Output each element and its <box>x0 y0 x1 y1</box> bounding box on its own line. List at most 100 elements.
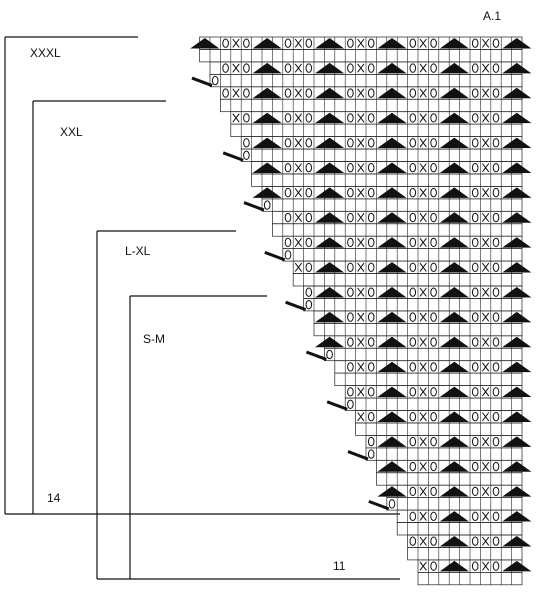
x-symbol <box>419 511 427 521</box>
yarn-over-symbol <box>492 163 500 173</box>
yarn-over-symbol <box>430 337 437 347</box>
x-symbol <box>482 237 490 247</box>
yarn-over-symbol <box>409 387 417 397</box>
decrease-triangle-symbol <box>439 62 469 74</box>
decrease-triangle-symbol <box>252 162 282 173</box>
x-symbol <box>357 237 365 247</box>
decrease-triangle-symbol <box>439 411 469 422</box>
yarn-over-symbol <box>471 88 479 98</box>
yarn-over-symbol <box>367 436 375 447</box>
decrease-triangle-symbol <box>377 87 407 99</box>
yarn-over-symbol <box>430 187 437 198</box>
yarn-over-symbol <box>492 138 500 148</box>
decrease-triangle-symbol <box>502 162 532 173</box>
decrease-triangle-symbol <box>252 112 282 124</box>
x-symbol <box>482 212 490 223</box>
yarn-over-symbol <box>409 412 417 422</box>
x-symbol <box>482 362 490 372</box>
chart-row <box>199 49 523 63</box>
x-symbol <box>419 461 427 472</box>
yarn-over-symbol <box>430 63 437 73</box>
yarn-over-symbol <box>492 63 500 73</box>
yarn-over-symbol <box>305 187 313 198</box>
decrease-triangle-symbol <box>502 386 532 398</box>
yarn-over-symbol <box>492 436 500 447</box>
x-symbol <box>357 38 365 48</box>
yarn-over-symbol <box>347 113 354 123</box>
yarn-over-symbol <box>347 287 354 297</box>
decrease-triangle-symbol <box>439 361 469 373</box>
cable-marker-symbol <box>347 450 369 461</box>
decrease-triangle-symbol <box>502 486 532 497</box>
yarn-over-symbol <box>492 212 500 223</box>
x-symbol <box>357 138 365 148</box>
yarn-over-symbol <box>409 163 417 173</box>
yarn-over-symbol <box>430 561 437 571</box>
yarn-over-symbol <box>305 138 313 148</box>
decrease-triangle-symbol <box>377 311 407 323</box>
x-symbol <box>419 486 427 496</box>
yarn-over-symbol <box>388 499 396 509</box>
decrease-triangle-symbol <box>315 311 345 323</box>
decrease-triangle-symbol <box>315 162 345 173</box>
yarn-over-symbol <box>430 113 437 123</box>
yarn-over-symbol <box>284 163 292 173</box>
yarn-over-symbol <box>492 561 500 571</box>
decrease-triangle-symbol <box>377 336 407 348</box>
decrease-triangle-symbol <box>502 511 532 522</box>
cable-marker-symbol <box>305 350 327 361</box>
x-symbol <box>294 88 302 98</box>
x-symbol <box>482 38 490 48</box>
yarn-over-symbol <box>347 362 354 372</box>
x-symbol <box>482 188 490 198</box>
x-symbol <box>419 387 427 397</box>
yarn-over-symbol <box>243 63 250 73</box>
yarn-over-symbol <box>471 561 479 571</box>
decrease-triangle-symbol <box>439 262 469 273</box>
decrease-triangle-symbol <box>315 287 345 298</box>
decrease-triangle-symbol <box>439 112 469 124</box>
yarn-over-symbol <box>305 163 313 173</box>
yarn-over-symbol <box>430 262 437 273</box>
x-symbol <box>419 38 427 48</box>
decrease-triangle-symbol <box>439 386 469 398</box>
decrease-triangle-symbol <box>315 62 345 74</box>
x-symbol <box>294 63 302 73</box>
yarn-over-symbol <box>347 237 354 248</box>
x-symbol <box>294 188 302 198</box>
chart-row <box>365 447 523 461</box>
yarn-over-symbol <box>243 138 250 148</box>
yarn-over-symbol <box>430 312 437 322</box>
decrease-triangle-symbol <box>502 212 532 223</box>
yarn-over-symbol <box>409 212 417 223</box>
x-symbol <box>357 412 365 422</box>
decrease-triangle-symbol <box>502 536 532 547</box>
x-symbol <box>482 486 490 496</box>
chart-title: A.1 <box>483 9 502 23</box>
yarn-over-symbol <box>305 63 313 73</box>
yarn-over-symbol <box>367 163 375 173</box>
chart-row <box>240 148 523 162</box>
yarn-over-symbol <box>409 138 417 148</box>
yarn-over-symbol <box>409 38 417 48</box>
decrease-triangle-symbol <box>439 38 469 49</box>
decrease-triangle-symbol <box>439 336 469 348</box>
decrease-triangle-symbol <box>377 112 407 124</box>
decrease-triangle-symbol <box>377 411 407 422</box>
yarn-over-symbol <box>222 38 229 48</box>
yarn-over-symbol <box>284 113 292 123</box>
yarn-over-symbol <box>430 511 437 522</box>
yarn-over-symbol <box>367 449 375 459</box>
yarn-over-symbol <box>492 312 500 322</box>
yarn-over-symbol <box>492 237 500 248</box>
decrease-triangle-symbol <box>502 436 532 447</box>
yarn-over-symbol <box>471 337 479 347</box>
x-symbol <box>357 188 365 198</box>
yarn-over-symbol <box>347 187 354 198</box>
decrease-triangle-symbol <box>377 436 407 447</box>
x-symbol <box>482 536 490 546</box>
decrease-triangle-symbol <box>315 112 345 124</box>
chart-row <box>282 248 523 262</box>
decrease-triangle-symbol <box>252 187 282 198</box>
